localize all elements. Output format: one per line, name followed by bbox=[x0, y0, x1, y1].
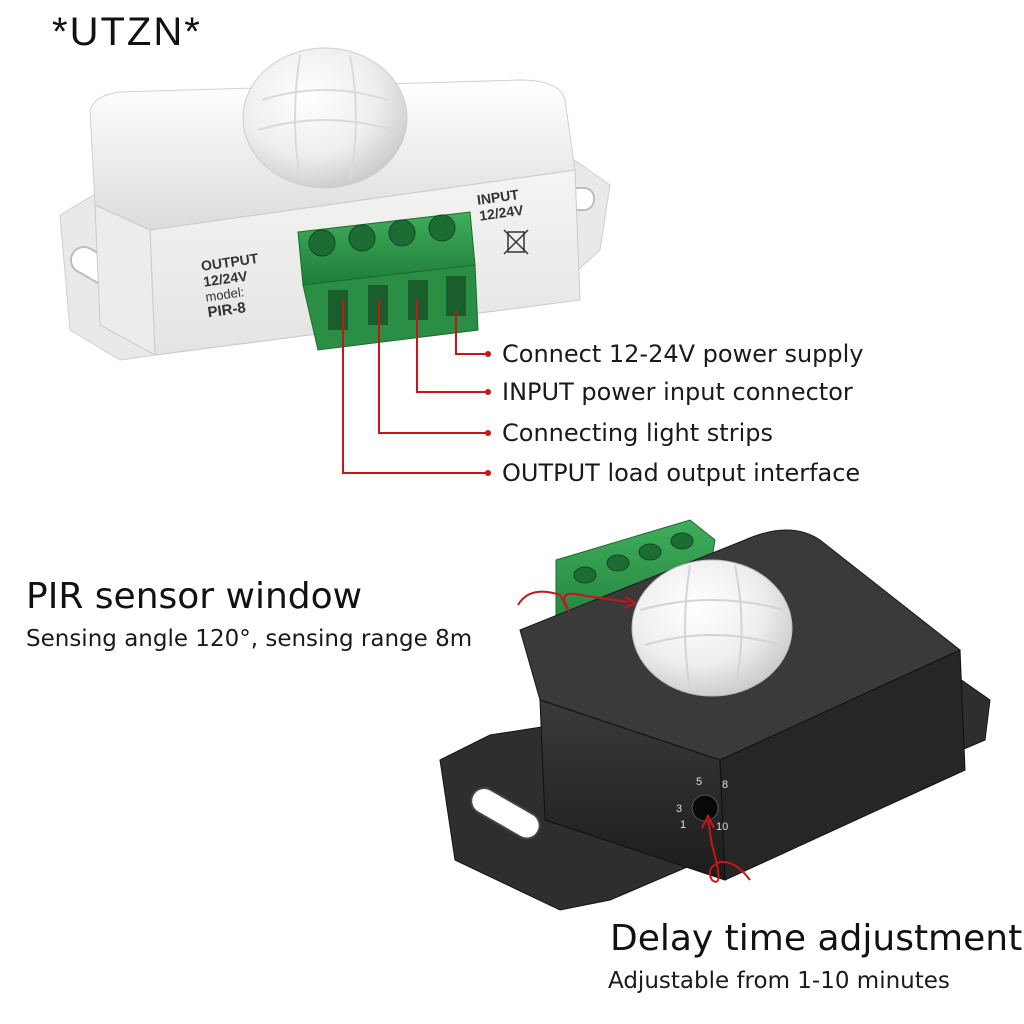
white-pir-device bbox=[59, 47, 611, 361]
input-print: INPUT 12/24V bbox=[476, 186, 524, 224]
delay-subtitle: Adjustable from 1-10 minutes bbox=[608, 968, 950, 994]
svg-text:3: 3 bbox=[676, 803, 682, 815]
callout-output-interface: OUTPUT load output interface bbox=[502, 459, 861, 487]
dial-marks: 3 5 8 1 10 bbox=[676, 776, 728, 833]
svg-text:8: 8 bbox=[722, 779, 728, 791]
svg-text:10: 10 bbox=[716, 821, 728, 833]
output-print: OUTPUT 12/24V model: PIR-8 bbox=[200, 250, 266, 321]
pointer-arrows bbox=[517, 590, 751, 883]
black-pir-dome bbox=[631, 559, 793, 697]
svg-text:1: 1 bbox=[680, 819, 686, 831]
callout-power-supply: Connect 12-24V power supply bbox=[502, 340, 864, 368]
brand-title: *UTZN* bbox=[52, 10, 202, 54]
callout-leader-lines bbox=[342, 300, 488, 474]
svg-text:5: 5 bbox=[696, 776, 702, 788]
weee-bin-icon bbox=[503, 229, 529, 255]
black-pir-device: 3 5 8 1 10 bbox=[439, 519, 991, 911]
pir-title: PIR sensor window bbox=[26, 576, 363, 617]
delay-title: Delay time adjustment bbox=[610, 918, 1023, 959]
delay-dial bbox=[691, 794, 719, 822]
mount-slot-black bbox=[470, 787, 541, 840]
callout-light-strips: Connecting light strips bbox=[502, 419, 773, 447]
terminal-screws bbox=[308, 214, 456, 257]
callout-input-connector: INPUT power input connector bbox=[502, 378, 853, 406]
white-pir-dome bbox=[242, 47, 408, 189]
pir-subtitle: Sensing angle 120°, sensing range 8m bbox=[26, 626, 473, 652]
